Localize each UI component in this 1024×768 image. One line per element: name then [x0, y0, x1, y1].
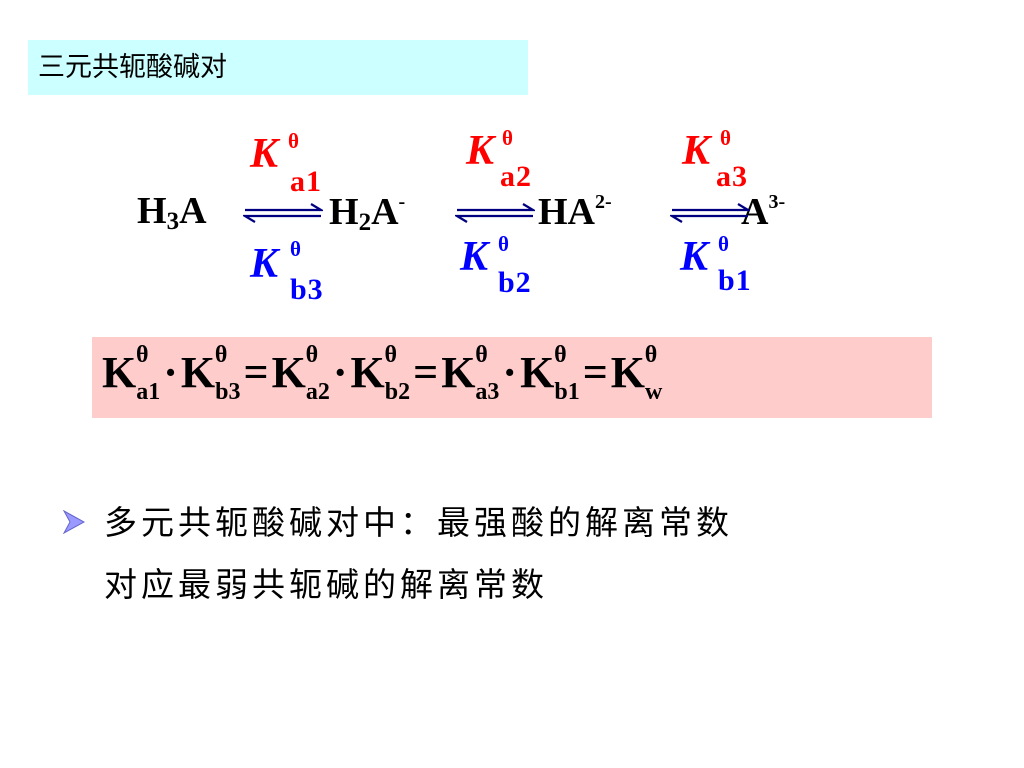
species-h3a: H3A [137, 190, 207, 235]
equilibrium-arrow-icon [455, 203, 535, 223]
bullet-line-2: 对应最弱共轭碱的解离常数 [104, 565, 548, 604]
formula-dot: · [502, 348, 518, 397]
formula-dot: · [332, 348, 348, 397]
slide-title: 三元共轭酸碱对 [28, 40, 528, 95]
formula-equals: = [582, 348, 608, 397]
species-a: A3- [741, 191, 786, 233]
species-ha: HA2- [538, 191, 612, 233]
kb2-label: K θ b2 [460, 232, 532, 299]
formula-dot: · [163, 348, 178, 397]
ka3-label: K θ a3 [682, 126, 748, 193]
ka1-label: K θ a1 [250, 129, 322, 198]
kb1-label: K θ b1 [680, 232, 752, 297]
kb3-label: K θ b3 [250, 237, 324, 306]
arrow-bullet-icon [62, 509, 86, 535]
species-h2a: H2A- [329, 191, 406, 236]
formula-equals: = [243, 348, 269, 397]
bullet-text: 多元共轭酸碱对中：最强酸的解离常数 对应最弱共轭碱的解离常数 [104, 492, 924, 616]
bullet-line-1: 多元共轭酸碱对中：最强酸的解离常数 [104, 503, 733, 542]
ka2-label: K θ a2 [466, 126, 532, 193]
formula-equals: = [413, 348, 439, 397]
equilibrium-arrow-icon [670, 203, 750, 223]
equilibrium-arrow-icon [243, 203, 323, 223]
